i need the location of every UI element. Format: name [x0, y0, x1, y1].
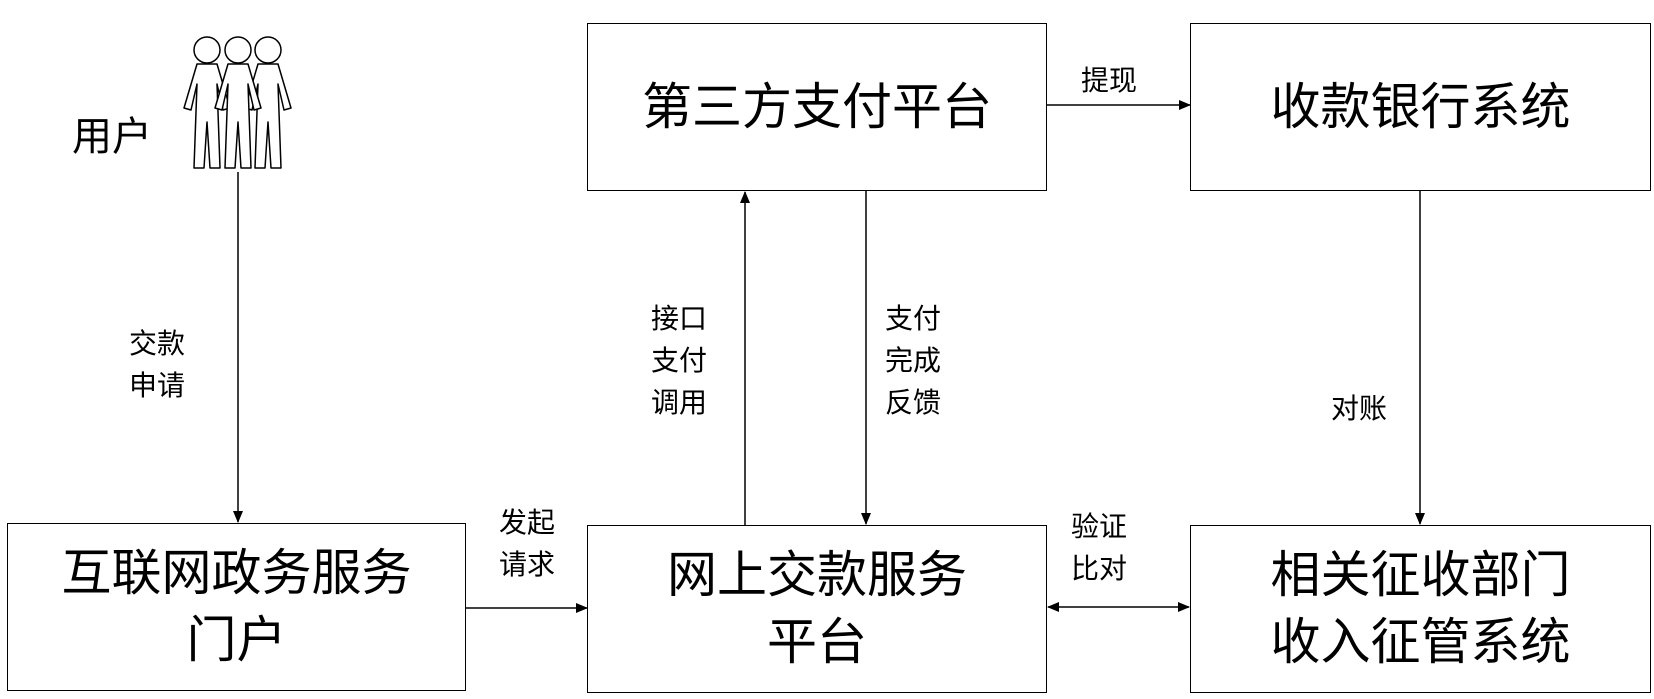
receiving-bank-system-label: 收款银行系统	[1270, 77, 1571, 136]
edge-label-interface-call: 接口 支付 调用	[651, 302, 708, 419]
online-payment-platform-box: 网上交款服务 平台	[587, 525, 1047, 693]
internet-gov-service-portal-box: 互联网政务服务 门户	[7, 523, 466, 691]
third-party-payment-platform-box: 第三方支付平台	[587, 23, 1047, 191]
user-icon	[183, 36, 292, 169]
revenue-management-system-box: 相关征收部门 收入征管系统	[1190, 525, 1651, 693]
platform-label-line1: 网上交款服务	[667, 546, 967, 604]
portal-label-line1: 互联网政务服务	[61, 544, 412, 602]
platform-label-line2: 平台	[767, 613, 867, 671]
edge-label-apply: 交款 申请	[129, 327, 186, 402]
edge-label-payment-feedback: 支付 完成 反馈	[885, 302, 942, 419]
portal-label-line2: 门户	[186, 611, 287, 669]
edge-label-withdraw: 提现	[1081, 64, 1138, 97]
edge-label-verify: 验证 比对	[1071, 510, 1128, 585]
revenue-label-line2: 收入征管系统	[1270, 613, 1571, 671]
receiving-bank-system-box: 收款银行系统	[1190, 23, 1651, 191]
third-party-payment-platform-label: 第三方支付平台	[642, 77, 992, 136]
edge-label-initiate: 发起 请求	[499, 506, 556, 581]
user-label: 用户	[72, 114, 152, 160]
edge-label-reconcile: 对账	[1331, 392, 1388, 425]
revenue-label-line1: 相关征收部门	[1270, 546, 1571, 604]
